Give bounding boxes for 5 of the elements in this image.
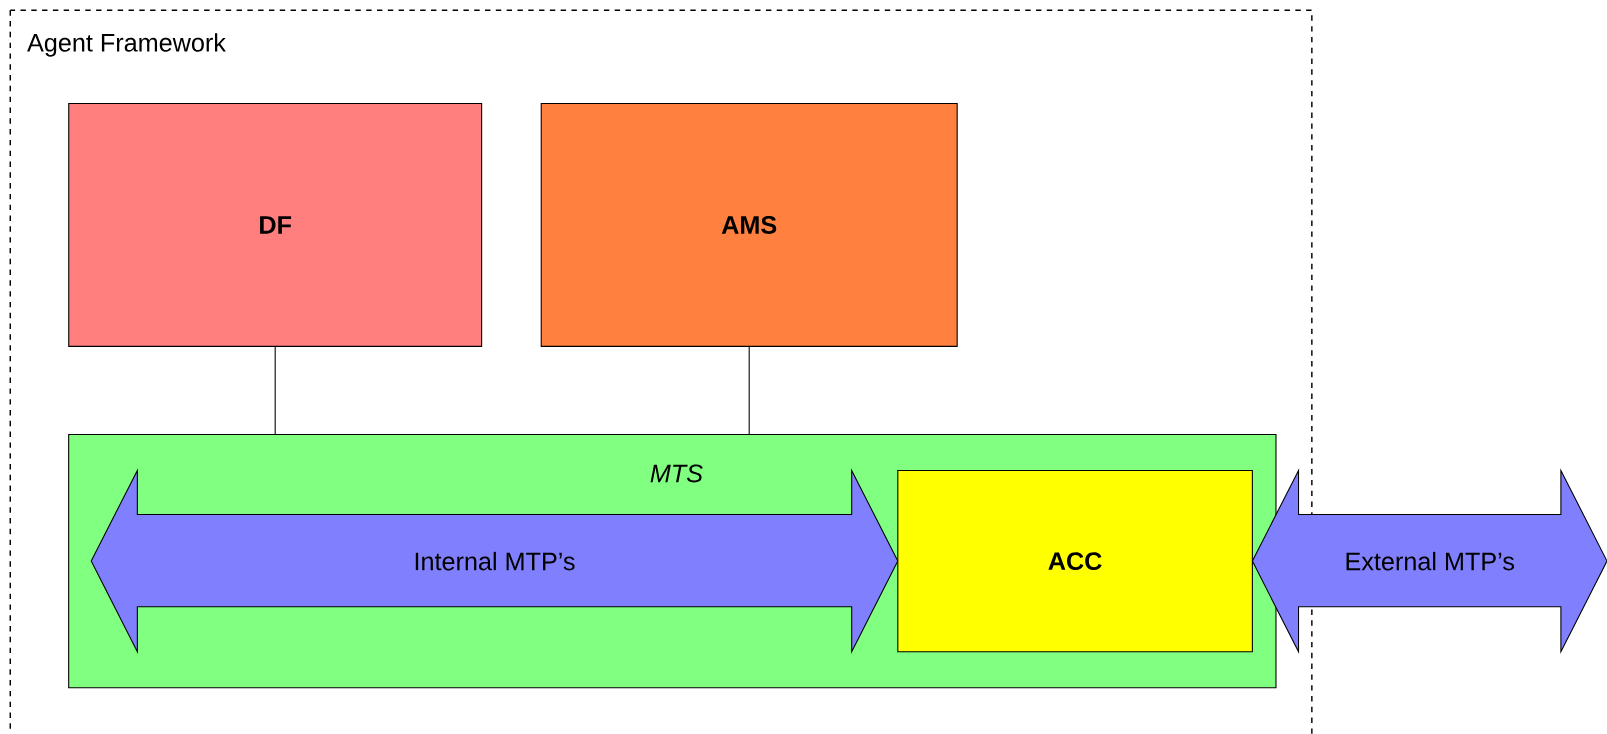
connector-line [748, 346, 750, 435]
connector-line [274, 346, 276, 435]
component-box: ACC [897, 470, 1253, 653]
component-box: DF [68, 103, 483, 348]
component-box: AMS [540, 103, 958, 348]
